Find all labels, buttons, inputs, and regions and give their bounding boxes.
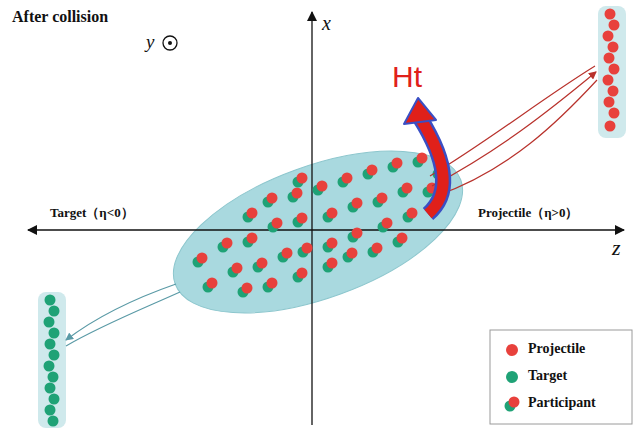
direction-label: Projectile（η>0） — [478, 206, 578, 220]
projectile-flow-arrows — [430, 66, 597, 196]
diagram-title: After collision — [12, 8, 108, 26]
target-flow-arrows — [66, 284, 180, 346]
legend-text: Projectile — [528, 341, 585, 356]
axis-name: x — [322, 12, 331, 34]
legend-box — [490, 330, 632, 424]
out-of-page-dot — [168, 41, 172, 45]
participant-dots — [193, 153, 448, 298]
projectile-spectator-band — [598, 6, 626, 138]
x-axis — [311, 12, 312, 425]
legend-text: Participant — [528, 395, 596, 410]
axis-name: y — [146, 32, 154, 53]
legend-swatch — [506, 371, 518, 383]
target-spectators — [44, 295, 60, 427]
target-spectator-band — [38, 292, 66, 428]
legend-text: Target — [528, 368, 567, 383]
ht-arrow — [404, 98, 443, 214]
axis-name: z — [612, 236, 621, 260]
participant-region — [153, 118, 484, 346]
legend-swatch — [506, 344, 518, 356]
direction-label: Target（η<0） — [50, 206, 134, 220]
out-of-page-symbol — [163, 36, 177, 50]
projectile-spectators — [603, 9, 620, 132]
ht-label: Ht — [392, 60, 422, 93]
legend-swatch — [505, 397, 520, 412]
